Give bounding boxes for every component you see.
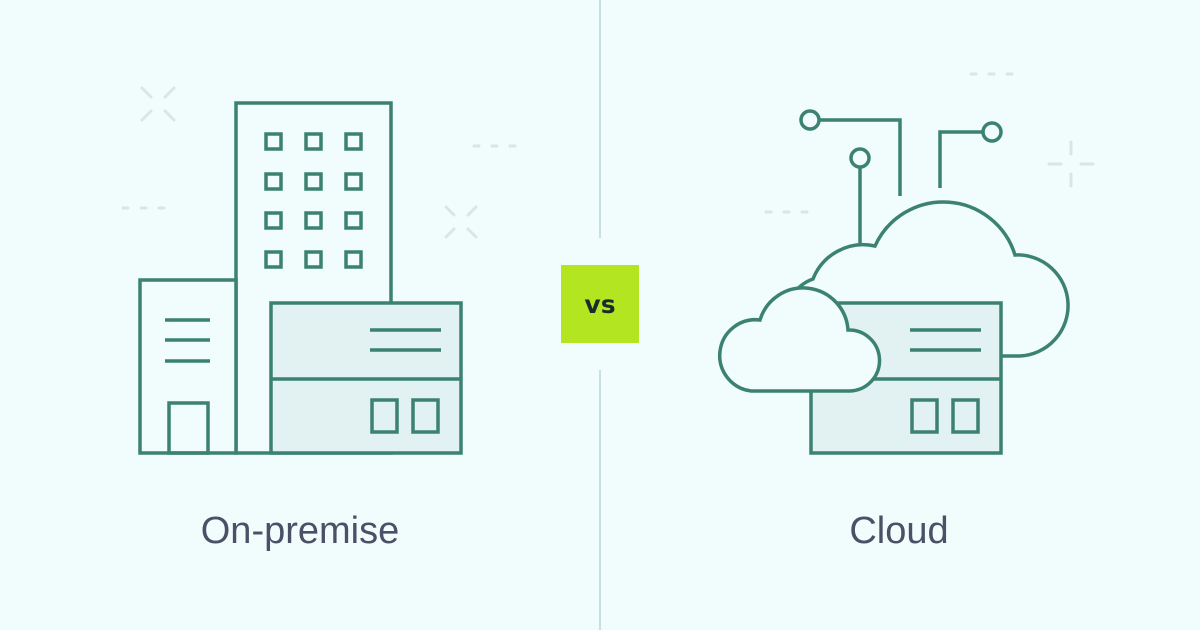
side-building bbox=[138, 278, 238, 455]
vs-badge: vs bbox=[561, 265, 639, 343]
node-circle bbox=[981, 121, 1003, 143]
node-circle bbox=[799, 109, 821, 131]
cloud-label: Cloud bbox=[849, 510, 949, 552]
tower-windows bbox=[264, 132, 363, 269]
sparkle-x-icon bbox=[444, 205, 478, 239]
sparkle-x-icon bbox=[140, 86, 176, 122]
small-cloud bbox=[718, 286, 882, 393]
divider-line-top bbox=[599, 0, 601, 238]
connector-lines bbox=[799, 109, 1003, 244]
cloud-server-icon bbox=[718, 109, 1070, 455]
on-premise-label: On-premise bbox=[200, 510, 400, 552]
node-circle bbox=[849, 147, 871, 169]
dots-decoration bbox=[121, 72, 1014, 214]
sparkle-plus-icon bbox=[1047, 140, 1095, 188]
office-buildings-icon bbox=[138, 101, 463, 455]
divider-line-bottom bbox=[599, 370, 601, 630]
decoration-sparkles bbox=[121, 72, 1095, 239]
side-building-lines bbox=[165, 318, 210, 363]
door bbox=[167, 401, 210, 455]
